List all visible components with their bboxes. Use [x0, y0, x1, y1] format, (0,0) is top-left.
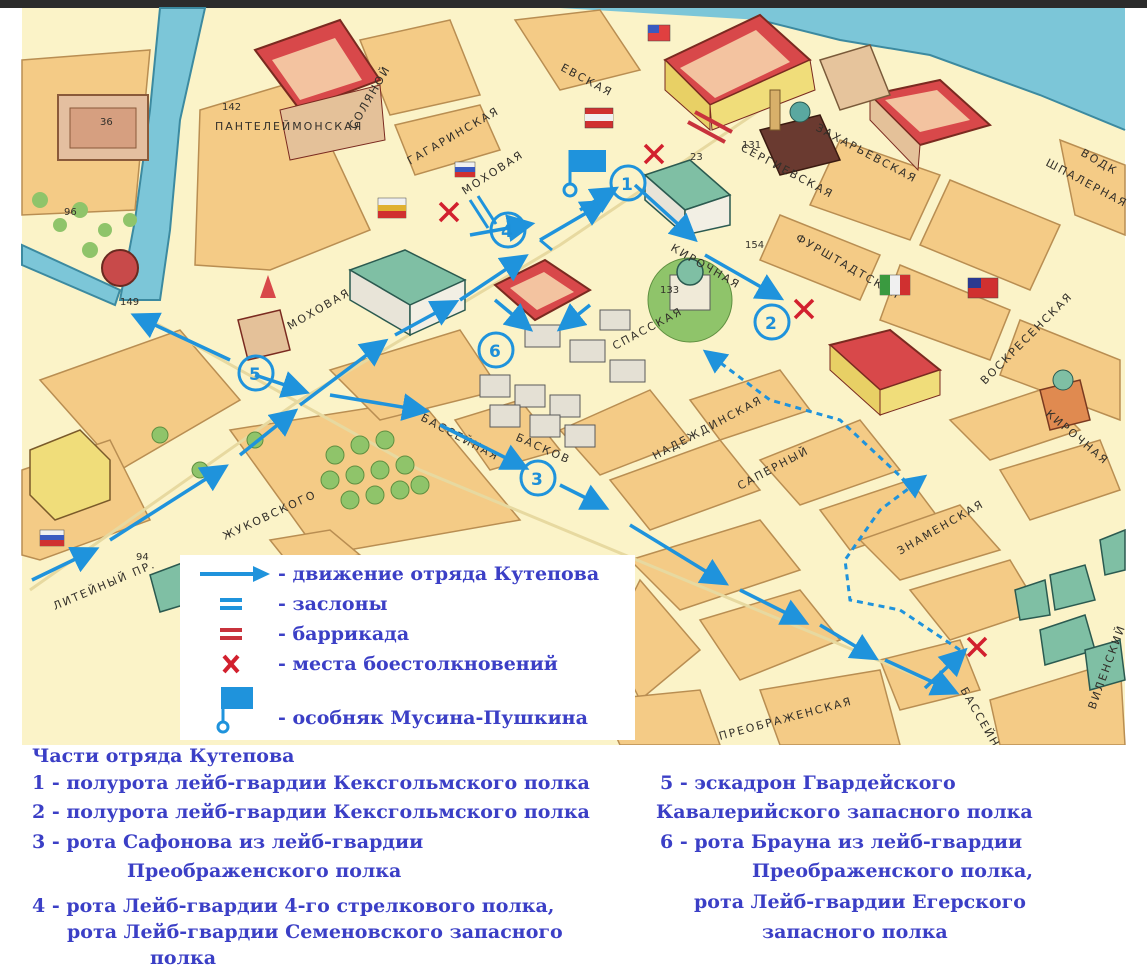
double-line-red-icon [220, 628, 242, 640]
unit-line-4c: полка [150, 947, 217, 969]
unit-line-6d: запасного полка [762, 921, 948, 943]
clash-crosses [438, 143, 988, 658]
flag-icon [216, 687, 253, 734]
double-line-blue-icon [220, 598, 242, 610]
unit-line-6c: рота Лейб-гвардии Егерского [694, 891, 1026, 913]
national-flags [39, 24, 999, 547]
unit-line-4: 4 - рота Лейб-гвардии 4-го стрелкового п… [32, 895, 555, 917]
unit-line-5: 5 - эскадрон Гвардейского [660, 772, 956, 794]
svg-text:154: 154 [745, 240, 764, 251]
svg-text:1: 1 [621, 175, 633, 195]
svg-text:133: 133 [660, 285, 679, 296]
svg-text:36: 36 [100, 117, 113, 128]
unit-line-3b: Преображенского полка [127, 860, 402, 882]
svg-text:149: 149 [120, 297, 139, 308]
svg-text:131: 131 [742, 140, 761, 151]
legend-item-barriers: - заслоны [180, 589, 635, 619]
svg-text:4: 4 [501, 222, 513, 242]
svg-text:ПАНТЕЛЕЙМОНСКАЯ: ПАНТЕЛЕЙМОНСКАЯ [215, 120, 363, 133]
unit-line-2: 2 - полурота лейб-гвардии Кексгольмского… [32, 801, 590, 823]
legend-item-clashes: - места боестолкновений [180, 649, 635, 679]
route-dashed [702, 349, 961, 652]
unit-markers: 1 2 3 4 5 6 [237, 164, 791, 497]
barracks [479, 309, 646, 448]
unit-line-6: 6 - рота Брауна из лейб-гвардии [660, 831, 1023, 853]
barricade-icon [687, 110, 733, 144]
route-lines [31, 183, 968, 696]
unit-line-1: 1 - полурота лейб-гвардии Кексгольмского… [32, 772, 590, 794]
units-caption: Части отряда Кутепова 1 - полурота лейб-… [0, 745, 1147, 976]
svg-text:6: 6 [489, 342, 501, 362]
unit-line-6b: Преображенского полка, [752, 860, 1033, 882]
svg-text:94: 94 [136, 552, 149, 563]
red-roof-buildings [253, 13, 993, 417]
svg-text:3: 3 [531, 470, 543, 490]
cross-icon [222, 654, 240, 674]
svg-text:96: 96 [64, 207, 77, 218]
mansion-flag-icon [562, 150, 606, 198]
unit-line-4b: рота Лейб-гвардии Семеновского запасного [67, 921, 563, 943]
svg-text:23: 23 [690, 152, 703, 163]
legend-item-movement: - движение отряда Кутепова [180, 559, 635, 589]
svg-text:5: 5 [249, 365, 261, 385]
unit-line-5b: Кавалерийского запасного полка [656, 801, 1033, 823]
map-legend: - движение отряда Кутепова - заслоны - б… [180, 555, 635, 740]
units-title: Части отряда Кутепова [32, 745, 295, 767]
svg-text:142: 142 [222, 102, 241, 113]
legend-item-mansion: - особняк Мусина-Пушкина [180, 685, 635, 735]
building-number-labels: 142 96 36 149 94 131 23 154 133 [64, 102, 764, 563]
svg-text:2: 2 [765, 314, 777, 334]
arrow-icon [200, 566, 270, 582]
unit-line-3: 3 - рота Сафонова из лейб-гвардии [32, 831, 424, 853]
legend-item-barricade: - баррикада [180, 619, 635, 649]
neva-river [560, 8, 1125, 130]
